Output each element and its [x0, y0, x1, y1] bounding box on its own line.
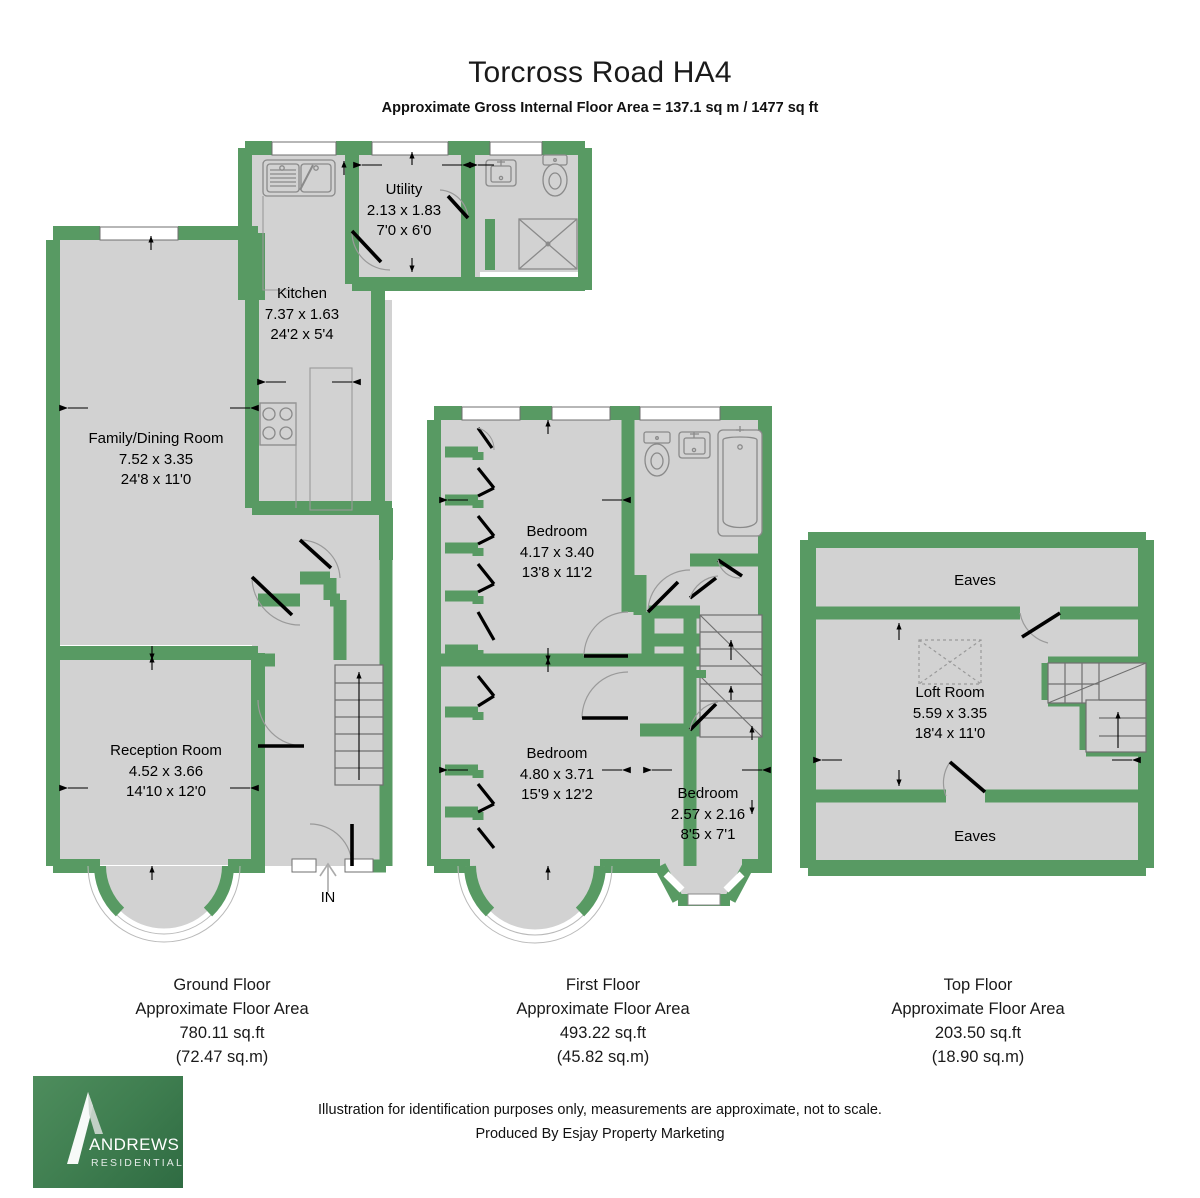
first-dimension-arrows: [439, 420, 771, 880]
top-dimension-arrows: [813, 623, 1141, 786]
skylight-icon: [918, 639, 982, 685]
floor-name: Ground Floor: [173, 976, 271, 994]
washbasin-icon: [678, 431, 711, 459]
floorplan-drawing: [46, 141, 1154, 944]
first-bay-window: [457, 865, 613, 944]
kitchen-worktop: [262, 196, 353, 511]
floor-caption-ground: Ground Floor Approximate Floor Area 780.…: [135, 973, 308, 1069]
washbasin-icon: [485, 159, 517, 187]
ground-dimension-arrows: [59, 152, 494, 880]
floor-area-sqm: (18.90 sq.m): [931, 1048, 1025, 1066]
floor-area-sqft: 203.50 sq.ft: [934, 1024, 1022, 1042]
floor-area-sqm: (45.82 sq.m): [556, 1048, 650, 1066]
ground-windows: [99, 141, 543, 873]
toilet-icon: [542, 154, 568, 197]
first-floor-windows: [461, 406, 721, 421]
ground-floor-plan: [46, 141, 592, 943]
toilet-icon: [643, 431, 671, 477]
first-floor-doors: [581, 558, 743, 732]
shower-tray-icon: [518, 218, 578, 270]
top-floor-plan: [800, 532, 1154, 876]
floor-area-line: Approximate Floor Area: [891, 1000, 1065, 1018]
floor-name: First Floor: [565, 976, 641, 994]
footer-disclaimer: Illustration for identification purposes…: [0, 1098, 1200, 1146]
floor-caption-top: Top Floor Approximate Floor Area 203.50 …: [891, 973, 1064, 1069]
page-title: Torcross Road HA4: [468, 56, 732, 89]
first-floor-wardrobe-doors: [476, 427, 496, 849]
ground-doors: [250, 189, 470, 867]
floor-area-sqft: 493.22 sq.ft: [559, 1024, 647, 1042]
ground-bay-window: [87, 865, 241, 943]
hob-icon: [259, 402, 297, 446]
floor-area-line: Approximate Floor Area: [516, 1000, 690, 1018]
ground-floor-walls: [46, 226, 265, 873]
floor-area-line: Approximate Floor Area: [135, 1000, 309, 1018]
floor-name: Top Floor: [943, 976, 1013, 994]
logo-tagline: RESIDENTIAL: [91, 1157, 183, 1169]
floor-caption-first: First Floor Approximate Floor Area 493.2…: [516, 973, 689, 1069]
first-floor-walls: [427, 406, 772, 873]
staircase-icon: [694, 614, 763, 738]
top-floor-doors: [942, 611, 1061, 797]
logo-name: ANDREWS: [89, 1135, 179, 1154]
staircase-icon: [334, 664, 384, 786]
disclaimer-line-1: Illustration for identification purposes…: [318, 1102, 882, 1118]
andrews-a-mark-icon: ANDREWS RESIDENTIAL: [67, 1092, 183, 1169]
first-floor-plan: [427, 406, 772, 944]
bathtub-icon: [717, 426, 763, 537]
first-floor-partitions: [434, 420, 765, 866]
entrance-label: IN: [320, 890, 336, 906]
first-angled-bay: [654, 863, 754, 906]
staircase-icon: [1047, 662, 1147, 753]
kitchen-sink-icon: [262, 159, 336, 197]
floor-area-sqft: 780.11 sq.ft: [179, 1024, 265, 1042]
up-arrow-icon: [319, 862, 337, 892]
floor-area-sqm: (72.47 sq.m): [175, 1048, 269, 1066]
andrews-residential-logo: ANDREWS RESIDENTIAL: [33, 1076, 183, 1188]
producer-line: Produced By Esjay Property Marketing: [475, 1126, 725, 1142]
gross-area-subtitle: Approximate Gross Internal Floor Area = …: [381, 100, 819, 116]
